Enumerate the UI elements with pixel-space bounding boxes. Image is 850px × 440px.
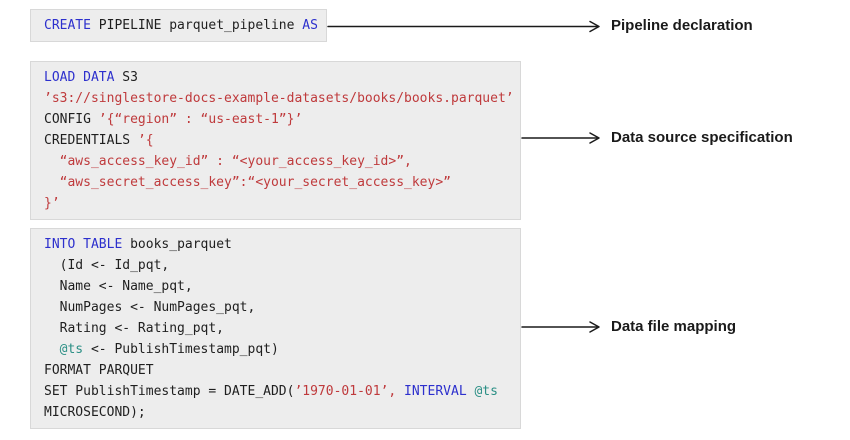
code-line: }’: [44, 193, 507, 214]
code-line: LOAD DATA S3: [44, 67, 507, 88]
label-data-source-specification: Data source specification: [611, 129, 793, 146]
code-token-string: }’: [44, 196, 60, 211]
code-token-plain: CONFIG: [44, 112, 99, 127]
code-token-string: ’s3://singlestore-docs-example-datasets/…: [44, 91, 514, 106]
code-token-plain: [44, 342, 60, 357]
code-token-plain: [396, 384, 404, 399]
label-pipeline-declaration: Pipeline declaration: [611, 17, 753, 34]
arrow-data-file-mapping: [521, 321, 600, 333]
arrow-data-source-specification: [521, 132, 600, 144]
code-token-plain: MICROSECOND);: [44, 405, 146, 420]
code-token-string: ’{“region” : “us-east-1”}’: [98, 112, 303, 127]
code-token-plain: NumPages <- NumPages_pqt,: [44, 300, 256, 315]
code-token-plain: FORMAT PARQUET: [44, 363, 154, 378]
code-line: CONFIG ’{“region” : “us-east-1”}’: [44, 109, 507, 130]
code-line: ’s3://singlestore-docs-example-datasets/…: [44, 88, 514, 109]
code-line: INTO TABLE books_parquet: [44, 234, 507, 255]
code-line: SET PublishTimestamp = DATE_ADD(’1970-01…: [44, 381, 507, 402]
code-token-variable: @ts: [59, 342, 84, 357]
code-token-keyword: CREATE: [44, 18, 91, 33]
code-token-plain: SET PublishTimestamp = DATE_ADD(: [44, 384, 295, 399]
code-line: FORMAT PARQUET: [44, 360, 507, 381]
code-line: @ts <- PublishTimestamp_pqt): [44, 339, 507, 360]
code-token-plain: PIPELINE parquet_pipeline: [90, 18, 303, 33]
code-line: NumPages <- NumPages_pqt,: [44, 297, 507, 318]
code-token-plain: Name <- Name_pqt,: [44, 279, 193, 294]
code-token-plain: books_parquet: [122, 237, 232, 252]
code-block-data-file-mapping: INTO TABLE books_parquet (Id <- Id_pqt, …: [30, 228, 521, 429]
code-line: “aws_access_key_id” : “<your_access_key_…: [44, 151, 507, 172]
code-line: “aws_secret_access_key”:“<your_secret_ac…: [44, 172, 507, 193]
code-token-string: ’{: [137, 133, 154, 148]
code-token-string: ’1970-01-01’,: [294, 384, 397, 399]
code-token-plain: (Id <- Id_pqt,: [44, 258, 170, 273]
code-token-keyword: LOAD DATA: [44, 70, 115, 85]
code-block-pipeline-declaration: CREATE PIPELINE parquet_pipeline AS: [30, 9, 327, 42]
code-block-data-source-specification: LOAD DATA S3 ’s3://singlestore-docs-examp…: [30, 61, 521, 220]
code-token-plain: S3: [114, 70, 138, 85]
code-line: Name <- Name_pqt,: [44, 276, 507, 297]
code-line: CREATE PIPELINE parquet_pipeline AS: [44, 15, 318, 36]
code-token-keyword: INTO TABLE: [44, 237, 123, 252]
code-line: MICROSECOND);: [44, 402, 507, 423]
code-token-string: “aws_access_key_id” : “<your_access_key_…: [44, 154, 412, 169]
code-line: (Id <- Id_pqt,: [44, 255, 507, 276]
code-line: CREDENTIALS ’{: [44, 130, 507, 151]
arrow-pipeline-declaration: [327, 20, 600, 33]
code-token-keyword: AS: [302, 18, 318, 33]
code-token-plain: Rating <- Rating_pqt,: [44, 321, 225, 336]
code-token-plain: CREDENTIALS: [44, 133, 138, 148]
code-token-variable: @ts: [474, 384, 498, 399]
code-token-string: “aws_secret_access_key”:“<your_secret_ac…: [44, 175, 451, 190]
label-data-file-mapping: Data file mapping: [611, 318, 737, 335]
code-token-plain: <- PublishTimestamp_pqt): [83, 342, 279, 357]
code-line: Rating <- Rating_pqt,: [44, 318, 507, 339]
code-token-keyword: INTERVAL: [404, 384, 467, 399]
